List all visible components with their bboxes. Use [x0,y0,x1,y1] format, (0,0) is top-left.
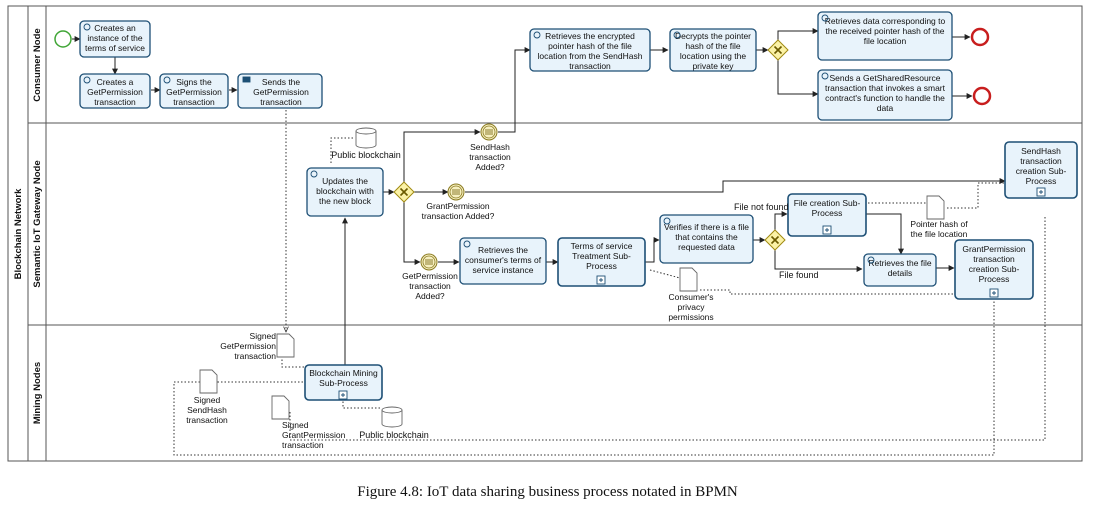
sendhash-added-label: SendHash transaction Added? [469,142,511,172]
lane-mining-label: Mining Nodes [32,362,43,424]
start-event-icon [54,30,72,48]
gear-icon [463,240,471,248]
document-icon [271,395,290,420]
pool-label: Blockchain Network [13,188,24,280]
gear-icon [867,256,875,264]
task-sign-getperm-label: Signs the GetPermission transaction [166,77,222,107]
subprocesses: SendHash transaction creation Sub-Proces… [304,141,1078,401]
public-blockchain-top-label: Public blockchain [331,150,401,160]
lane-consumer-label: Consumer Node [32,28,43,101]
exclusive-gateway-icon [767,39,789,61]
task-create-tos-label: Creates an instance of the terms of serv… [85,23,145,53]
events [54,27,992,271]
lane-gateway-label: Semantic IoT Gateway Node [32,160,43,287]
task-update-chain[interactable]: Updates the blockchain with the new bloc… [306,167,384,217]
subprocess-file-creation[interactable]: File creation Sub-Process [787,193,867,237]
task-retrieve-tos-label: Retrieves the consumer's terms of servic… [464,245,542,275]
task-retrieve-data[interactable]: Retrieves data corresponding to the rece… [817,11,953,61]
signed-grantperm-label: Signed GrantPermission transaction [282,420,346,450]
gear-icon [663,217,671,225]
intermediate-event-grantperm-icon [447,183,465,201]
privacy-permissions-label: Consumer's privacy permissions [668,292,714,322]
gear-icon [310,170,318,178]
figure-caption: Figure 4.8: IoT data sharing business pr… [357,484,738,500]
file-found-label: File found [779,270,819,280]
task-send-getshared-label: Sends a GetSharedResource transaction th… [824,73,945,113]
task-retrieve-details-label: Retrieves the file details [868,258,932,278]
task-retrieve-details[interactable]: Retrieves the file details [863,253,937,287]
subprocess-grantperm-label: GrantPermission transaction creation Sub… [962,244,1026,284]
gear-icon [673,31,681,39]
gear-icon [821,14,829,22]
exclusive-gateway-icon [764,229,786,251]
task-retrieve-hash-label: Retrieves the encrypted pointer hash of … [537,31,643,71]
grantperm-added-label: GrantPermission transaction Added? [421,201,495,221]
task-retrieve-data-label: Retrieves data corresponding to the rece… [824,16,946,46]
signed-sendhash-label: Signed SendHash transaction [186,395,228,425]
task-create-tos[interactable]: Creates an instance of the terms of serv… [79,20,151,58]
send-icon [242,76,251,83]
gear-icon [533,31,541,39]
task-decrypt-hash-label: Decrypts the pointer hash of the file lo… [674,31,752,71]
data-objects [199,127,945,428]
end-event-icon [972,86,992,106]
gear-icon [83,23,91,31]
task-create-getperm[interactable]: Creates a GetPermission transaction [79,73,151,109]
getperm-added-label: GetPermission transaction Added? [402,271,458,301]
public-blockchain-bottom-label: Public blockchain [359,430,429,440]
task-create-getperm-label: Creates a GetPermission transaction [87,77,143,107]
subprocess-mining-label: Blockchain Mining Sub-Process [309,368,378,388]
task-retrieve-hash[interactable]: Retrieves the encrypted pointer hash of … [529,28,651,72]
gear-icon [821,72,829,80]
subprocess-tos-treatment[interactable]: Terms of service Treatment Sub-Process [557,237,646,287]
document-icon [926,195,945,220]
task-send-getperm-label: Sends the GetPermission transaction [253,77,309,107]
task-decrypt-hash[interactable]: Decrypts the pointer hash of the file lo… [669,28,757,72]
database-icon [355,127,377,149]
data-object-labels: Public blockchain Public blockchain Poin… [186,150,968,450]
subprocess-file-label: File creation Sub-Process [793,198,861,218]
task-verify-file-label: Verifies if there is a file that contain… [663,222,750,252]
task-send-getshared[interactable]: Sends a GetSharedResource transaction th… [817,69,953,121]
document-icon [199,369,218,394]
gear-icon [163,76,171,84]
pointer-hash-label: Pointer hash of the file location [910,219,968,239]
subprocess-mining[interactable]: Blockchain Mining Sub-Process [304,364,383,401]
subprocess-sendhash-creation[interactable]: SendHash transaction creation Sub-Proces… [1004,141,1078,199]
subprocess-sendhash-label: SendHash transaction creation Sub-Proces… [1015,146,1067,186]
gateways [393,39,789,251]
subprocess-tos-label: Terms of service Treatment Sub-Process [570,241,633,271]
file-not-found-label: File not found [734,202,789,212]
event-labels: SendHash transaction Added? GrantPermiss… [402,142,511,301]
intermediate-event-getperm-icon [420,253,438,271]
signed-getperm-label: Signed GetPermission transaction [220,331,276,361]
sequence-flows [72,28,1006,365]
task-verify-file[interactable]: Verifies if there is a file that contain… [659,214,754,264]
tasks: Creates an instance of the terms of serv… [79,11,953,287]
end-event-icon [970,27,990,47]
task-update-chain-label: Updates the blockchain with the new bloc… [316,176,374,206]
document-icon [276,333,295,358]
task-sign-getperm[interactable]: Signs the GetPermission transaction [159,73,229,109]
exclusive-gateway-icon [393,181,415,203]
associations [173,110,1046,456]
database-icon [381,406,403,428]
task-icons [83,14,875,264]
gear-icon [83,76,91,84]
bpmn-diagram: Blockchain Network Consumer Node Semanti… [7,5,1083,462]
intermediate-event-sendhash-icon [480,123,498,141]
subprocess-grantperm-creation[interactable]: GrantPermission transaction creation Sub… [954,239,1034,300]
task-send-getperm[interactable]: Sends the GetPermission transaction [237,73,323,109]
document-icon [679,267,698,292]
task-retrieve-tos[interactable]: Retrieves the consumer's terms of servic… [459,237,547,285]
